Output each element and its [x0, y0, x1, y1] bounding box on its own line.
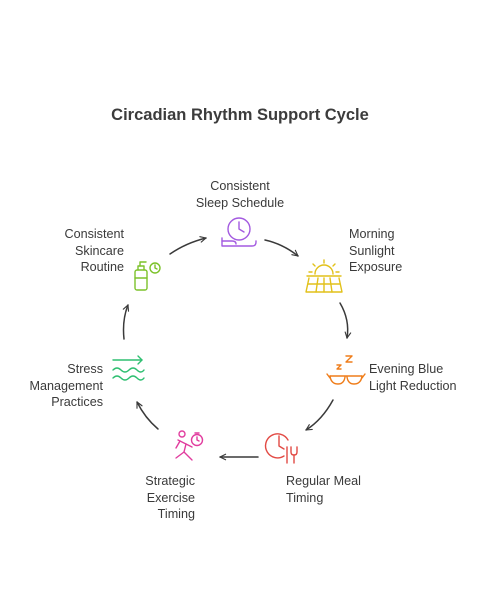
arrow-bluelight-to-meal — [305, 399, 334, 431]
step-line: Routine — [80, 260, 124, 274]
step-line: Practices — [51, 395, 103, 409]
step-line: Sleep Schedule — [195, 195, 285, 210]
step-label-evening-blue-light: Evening Blue Light Reduction — [369, 361, 479, 394]
arrow-exercise-to-stress — [136, 401, 159, 430]
meal-clock-icon — [264, 433, 298, 464]
runner-stopwatch-icon — [175, 430, 204, 461]
calm-waves-icon — [112, 355, 145, 381]
page-title: Circadian Rhythm Support Cycle — [111, 106, 369, 124]
sunrise-field-icon — [305, 259, 343, 293]
step-line: Consistent — [210, 179, 270, 193]
step-line: Sunlight — [349, 243, 395, 258]
clock-hand-icon — [221, 217, 257, 247]
step-line: Timing — [286, 490, 324, 505]
step-line: Timing — [157, 507, 195, 521]
step-line: Light Reduction — [369, 378, 457, 393]
arrow-sunlight-to-bluelight — [339, 302, 352, 339]
step-label-stress-management: Stress Management Practices — [0, 361, 103, 411]
step-line: Morning — [349, 227, 395, 241]
arrow-stress-to-skincare — [122, 304, 130, 340]
step-line: Stress — [67, 362, 103, 376]
step-label-regular-meal: Regular Meal Timing — [286, 473, 396, 506]
step-label-strategic-exercise: Strategic Exercise Timing — [85, 473, 195, 523]
sleep-glasses-icon — [326, 355, 366, 385]
arrow-skincare-to-sleep — [169, 236, 207, 255]
step-label-sleep-schedule: Consistent Sleep Schedule — [170, 178, 310, 211]
step-label-morning-sunlight: Morning Sunlight Exposure — [349, 226, 459, 276]
skincare-bottle-icon — [134, 261, 161, 291]
step-line: Regular Meal — [286, 474, 361, 488]
step-line: Evening Blue — [369, 362, 444, 376]
step-line: Skincare — [75, 243, 124, 258]
step-line: Exercise — [146, 490, 195, 505]
step-line: Management — [29, 378, 103, 393]
step-line: Strategic — [145, 474, 195, 488]
step-line: Consistent — [64, 227, 124, 241]
step-line: Exposure — [349, 260, 403, 274]
step-label-skincare-routine: Consistent Skincare Routine — [0, 226, 124, 276]
arrow-sleep-to-sunlight — [264, 239, 299, 257]
